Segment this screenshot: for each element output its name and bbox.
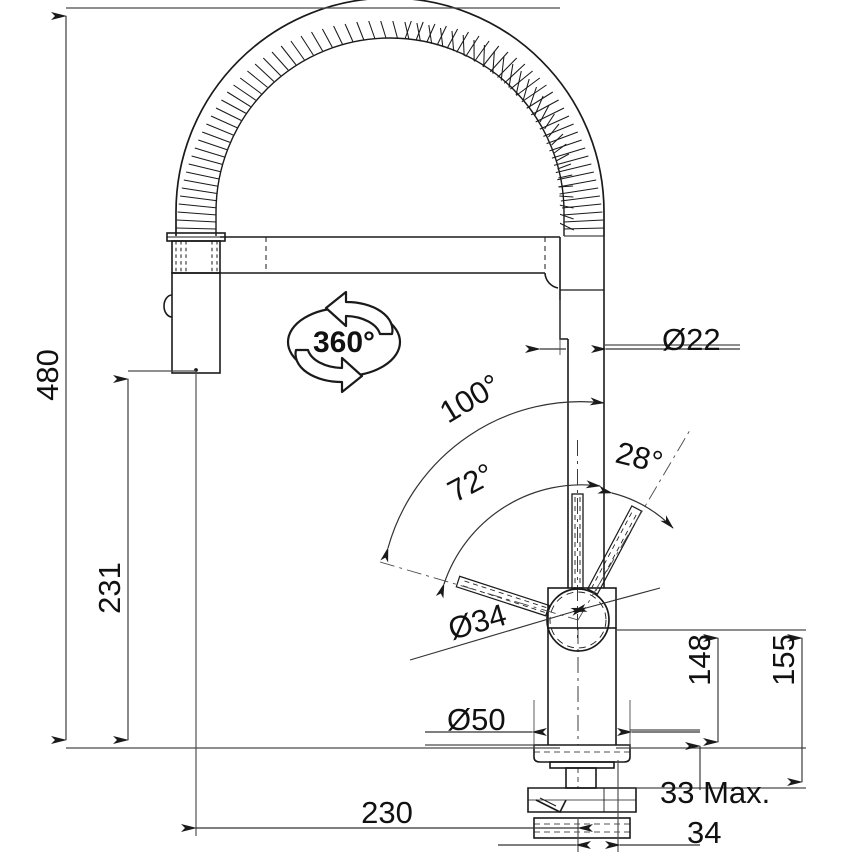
spout-arm [220,236,561,289]
rotation-360-icon: 360° [286,290,402,394]
faucet-column [559,236,605,588]
dim-label-body-height-total: 155 [766,634,801,686]
dim-label-spout-height: 231 [92,562,127,614]
lever-vertical [571,440,584,640]
lower-stem [547,628,617,745]
dim-label-overall-height: 480 [30,349,65,401]
dim-label-lever-diameter: Ø34 [444,597,510,647]
spray-head [163,232,226,374]
dimension-lines [51,7,806,852]
mounting-base [527,744,637,839]
lever-rotated-right [586,505,643,595]
dim-label-spout-reach: 230 [361,795,413,830]
angle-label-72: 72° [442,456,500,509]
dim-label-counter-thickness: 33 Max. [660,775,770,810]
dim-label-base-diameter: Ø50 [447,702,506,737]
dim-label-thread-length: 34 [687,815,721,850]
rotation-360-label: 360° [313,326,375,359]
dim-label-body-height-handle: 148 [682,634,717,686]
handle-block [546,587,617,652]
faucet-outline [163,0,643,839]
angle-label-28: 28° [612,435,666,480]
spring-coil-hatching [176,20,604,237]
dim-label-tube-diameter: Ø22 [662,322,721,357]
